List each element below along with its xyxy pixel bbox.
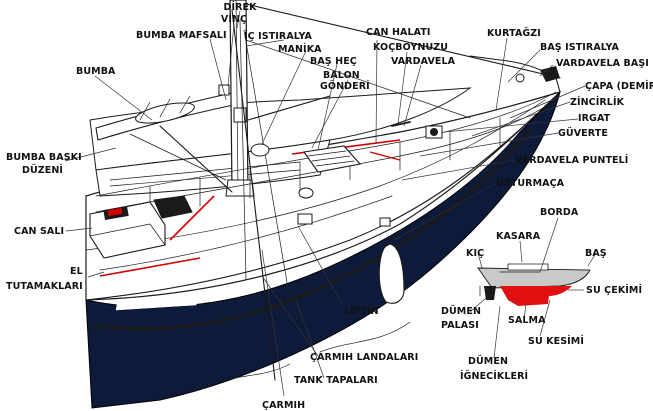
label-borda: BORDA: [540, 207, 579, 218]
label-zincirlik: ZİNCİRLİK: [570, 97, 625, 108]
label-kic: KIÇ: [466, 248, 484, 259]
label-vardavela-punteli: VARDAVELA PUNTELİ: [515, 155, 628, 166]
label-bas-hec: BAŞ HEÇ: [310, 56, 357, 67]
inset-sailboat: [477, 263, 591, 306]
label-kocboynuzu: KOÇBOYNUZU: [373, 42, 448, 53]
label-su-cekimi: SU ÇEKİMİ: [586, 285, 642, 296]
label-vardavela: VARDAVELA: [391, 56, 456, 67]
label-can-halati: CAN HALATI: [366, 27, 431, 38]
label-carmih: ÇARMIH: [262, 400, 305, 411]
label-balon-gonderi-line1: BALON: [323, 70, 360, 81]
label-direk: DİREK: [223, 2, 257, 13]
label-guverte: GÜVERTE: [558, 128, 608, 139]
label-irgat: IRGAT: [578, 113, 611, 124]
label-manika: MANİKA: [278, 44, 322, 55]
label-el-tutamaklari-line1: EL: [70, 266, 83, 277]
label-vinc: VİNÇ: [221, 14, 247, 25]
label-salma: SALMA: [508, 315, 546, 326]
label-bumba: BUMBA: [76, 66, 116, 77]
label-bas: BAŞ: [585, 248, 607, 259]
boom: [95, 91, 239, 141]
label-kurtagzi: KURTAĞZI: [487, 27, 541, 39]
label-dumen-palasi-line2: PALASI: [441, 320, 479, 331]
label-dumen-ignecikleri-line1: DÜMEN: [468, 356, 508, 367]
deck-fittings: [89, 66, 560, 259]
label-bumba-baski-line2: DÜZENİ: [22, 165, 63, 176]
label-kasara: KASARA: [496, 231, 541, 242]
label-dumen-ignecikleri-line2: İĞNECİKLERİ: [460, 370, 528, 382]
label-balon-gonderi-line2: GÖNDERİ: [320, 81, 370, 92]
label-tank-tapalari: TANK TAPALARI: [294, 375, 378, 386]
fender: [378, 231, 405, 304]
mast: [218, 0, 255, 197]
leader-lines: [64, 10, 597, 397]
label-el-tutamaklari-line2: TUTAMAKLARI: [6, 281, 83, 292]
label-bumba-mafsali: BUMBA MAFSALI: [136, 30, 227, 41]
label-usturmaca: USTURMAÇA: [496, 178, 565, 189]
label-can-sali: CAN SALI: [14, 226, 64, 237]
label-carmih-landalari: ÇARMIH LANDALARI: [310, 352, 418, 363]
label-vardavela-basi: VARDAVELA BAŞI: [556, 58, 649, 69]
deck: [85, 91, 561, 301]
labels: DİREK VİNÇ BUMBA MAFSALI İÇ ISTIRALYA MA…: [6, 2, 653, 411]
label-ic-istiralya: İÇ ISTIRALYA: [244, 31, 313, 42]
label-dumen-palasi-line1: DÜMEN: [441, 306, 481, 317]
label-bumba-baski-line1: BUMBA BASKI: [6, 152, 82, 163]
label-capa: ÇAPA (DEMİR): [585, 81, 653, 92]
label-su-kesimi: SU KESİMİ: [528, 336, 584, 347]
label-liftin: LİFTİN: [344, 306, 379, 317]
label-bas-istiralya: BAŞ ISTIRALYA: [540, 42, 620, 53]
